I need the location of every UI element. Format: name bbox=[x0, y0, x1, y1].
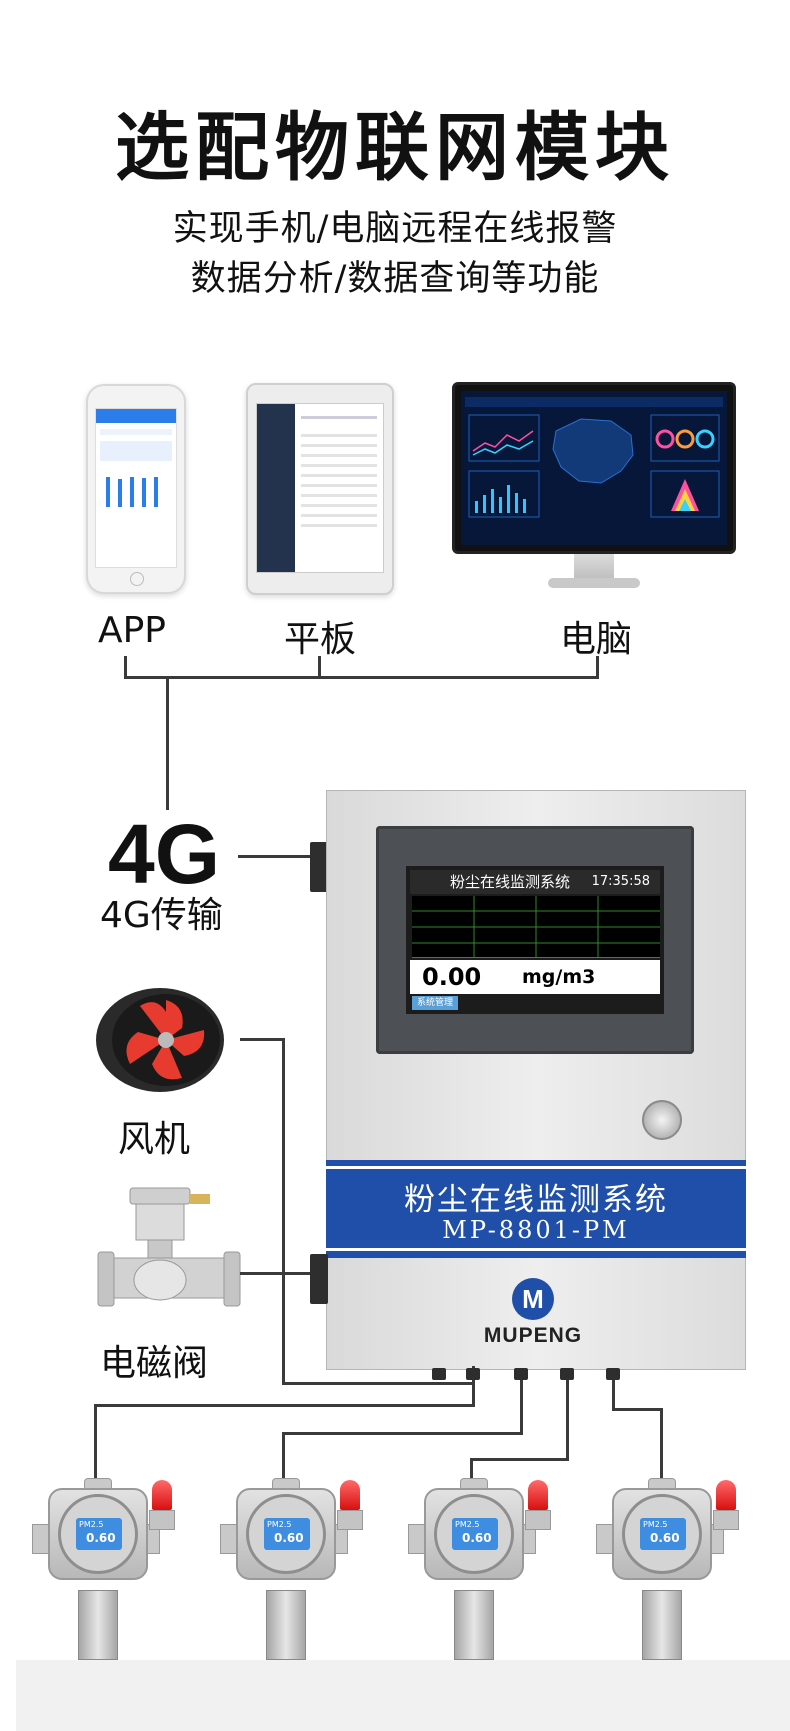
connector-line bbox=[660, 1408, 663, 1480]
connector-line bbox=[282, 1432, 285, 1480]
solenoid-valve-image bbox=[96, 1184, 242, 1324]
4g-caption: 4G传输 bbox=[100, 895, 223, 936]
connector-line bbox=[520, 1380, 523, 1434]
subtitle-line-2: 数据分析/数据查询等功能 bbox=[190, 259, 600, 299]
connector-line bbox=[282, 1038, 285, 1384]
cable-gland bbox=[432, 1368, 446, 1380]
cable-gland bbox=[560, 1368, 574, 1380]
phone-image bbox=[86, 384, 186, 594]
page-title: 选配物联网模块 bbox=[115, 105, 675, 191]
subtitle-line-1: 实现手机/电脑远程在线报警 bbox=[172, 209, 618, 249]
detector-lcd-value: 0.60 bbox=[86, 1531, 116, 1545]
monitor-dashboard bbox=[461, 391, 727, 545]
connector-line bbox=[240, 1038, 284, 1041]
connector-line bbox=[94, 1404, 97, 1480]
system-manage-button[interactable]: 系统管理 bbox=[412, 996, 458, 1010]
fan-label: 风机 bbox=[118, 1119, 191, 1160]
screen-trend-plot bbox=[412, 896, 660, 958]
brand-name: MUPENG bbox=[483, 1324, 583, 1347]
detector-display: PM2.5 0.60 bbox=[76, 1518, 122, 1550]
panel-band bbox=[326, 1160, 746, 1258]
screen-title: 粉尘在线监测系统 bbox=[450, 873, 571, 891]
gas-detector: PM2.5 0.60 bbox=[28, 1478, 178, 1665]
detector-lcd-label: PM2.5 bbox=[79, 1520, 104, 1529]
touchscreen-header: 粉尘在线监测系统 17:35:58 bbox=[410, 870, 660, 894]
connector-line bbox=[472, 1380, 475, 1406]
detector-lcd-value: 0.60 bbox=[650, 1531, 680, 1545]
reading-unit: mg/m3 bbox=[522, 966, 596, 988]
tablet-screen bbox=[256, 403, 384, 573]
valve-label: 电磁阀 bbox=[100, 1343, 209, 1384]
connector-line bbox=[238, 855, 310, 858]
reset-button[interactable] bbox=[642, 1100, 682, 1140]
phone-screen bbox=[95, 408, 177, 568]
detector-lcd-value: 0.60 bbox=[274, 1531, 304, 1545]
cable-gland bbox=[514, 1368, 528, 1380]
detector-display: PM2.5 0.60 bbox=[640, 1518, 686, 1550]
connector-line bbox=[566, 1380, 569, 1460]
pc-label: 电脑 bbox=[559, 619, 632, 660]
antenna-port bbox=[310, 842, 328, 892]
output-port bbox=[310, 1254, 328, 1304]
connector-line bbox=[470, 1458, 473, 1480]
tablet-image bbox=[246, 383, 394, 595]
monitor-base bbox=[548, 578, 640, 588]
panel-title: 粉尘在线监测系统 bbox=[404, 1182, 668, 1218]
gas-detector: PM2.5 0.60 bbox=[404, 1478, 554, 1665]
detector-lcd-label: PM2.5 bbox=[267, 1520, 292, 1529]
detector-lcd-value: 0.60 bbox=[462, 1531, 492, 1545]
cable-gland bbox=[606, 1368, 620, 1380]
connector-line bbox=[124, 676, 599, 679]
detector-lcd-label: PM2.5 bbox=[455, 1520, 480, 1529]
fan-image bbox=[90, 984, 230, 1096]
gas-detector: PM2.5 0.60 bbox=[592, 1478, 742, 1665]
connector-line bbox=[470, 1458, 569, 1461]
alarm-beacon-icon bbox=[152, 1480, 172, 1510]
connector-line bbox=[282, 1382, 474, 1385]
connector-line bbox=[596, 656, 599, 678]
monitor-image bbox=[452, 382, 736, 554]
alarm-beacon-icon bbox=[340, 1480, 360, 1510]
screen-clock: 17:35:58 bbox=[591, 874, 650, 889]
brand-logo-icon: M bbox=[512, 1278, 554, 1320]
monitor-stand bbox=[574, 554, 614, 580]
connector-line bbox=[282, 1432, 523, 1435]
connector-line bbox=[94, 1404, 475, 1407]
reading-value: 0.00 bbox=[422, 963, 482, 991]
gas-detector: PM2.5 0.60 bbox=[216, 1478, 366, 1665]
tablet-label: 平板 bbox=[283, 619, 356, 660]
connector-line bbox=[124, 656, 127, 678]
screen-reading: 0.00 mg/m3 bbox=[410, 960, 660, 994]
cable-gland bbox=[466, 1368, 480, 1380]
alarm-beacon-icon bbox=[528, 1480, 548, 1510]
detector-display: PM2.5 0.60 bbox=[452, 1518, 498, 1550]
connector-line bbox=[240, 1272, 310, 1275]
connector-line bbox=[612, 1408, 662, 1411]
detector-display: PM2.5 0.60 bbox=[264, 1518, 310, 1550]
detector-lcd-label: PM2.5 bbox=[643, 1520, 668, 1529]
alarm-beacon-icon bbox=[716, 1480, 736, 1510]
panel-model: MP-8801-PM bbox=[442, 1216, 630, 1244]
floor-shadow bbox=[16, 1660, 790, 1731]
connector-line bbox=[318, 656, 321, 678]
connector-line bbox=[612, 1380, 615, 1410]
4g-label: 4G bbox=[108, 807, 221, 901]
connector-line bbox=[166, 676, 169, 810]
app-label: APP bbox=[97, 610, 167, 651]
